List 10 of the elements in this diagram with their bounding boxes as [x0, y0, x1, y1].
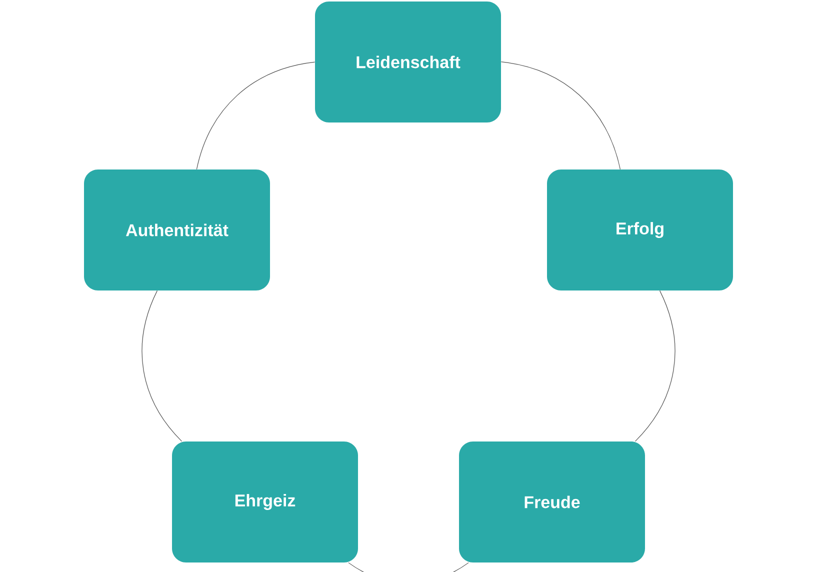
- process-box: Erfolg: [547, 170, 733, 290]
- process-box: Ehrgeiz: [172, 442, 358, 562]
- ring-arc: [142, 290, 182, 442]
- process-box: Leidenschaft: [315, 2, 501, 122]
- ring-arc: [196, 62, 316, 170]
- ring-arc: [500, 62, 621, 170]
- process-box: Authentizität: [84, 170, 270, 290]
- ring-arc: [634, 290, 676, 442]
- ring-arc: [348, 562, 469, 572]
- process-box: Freude: [459, 442, 645, 562]
